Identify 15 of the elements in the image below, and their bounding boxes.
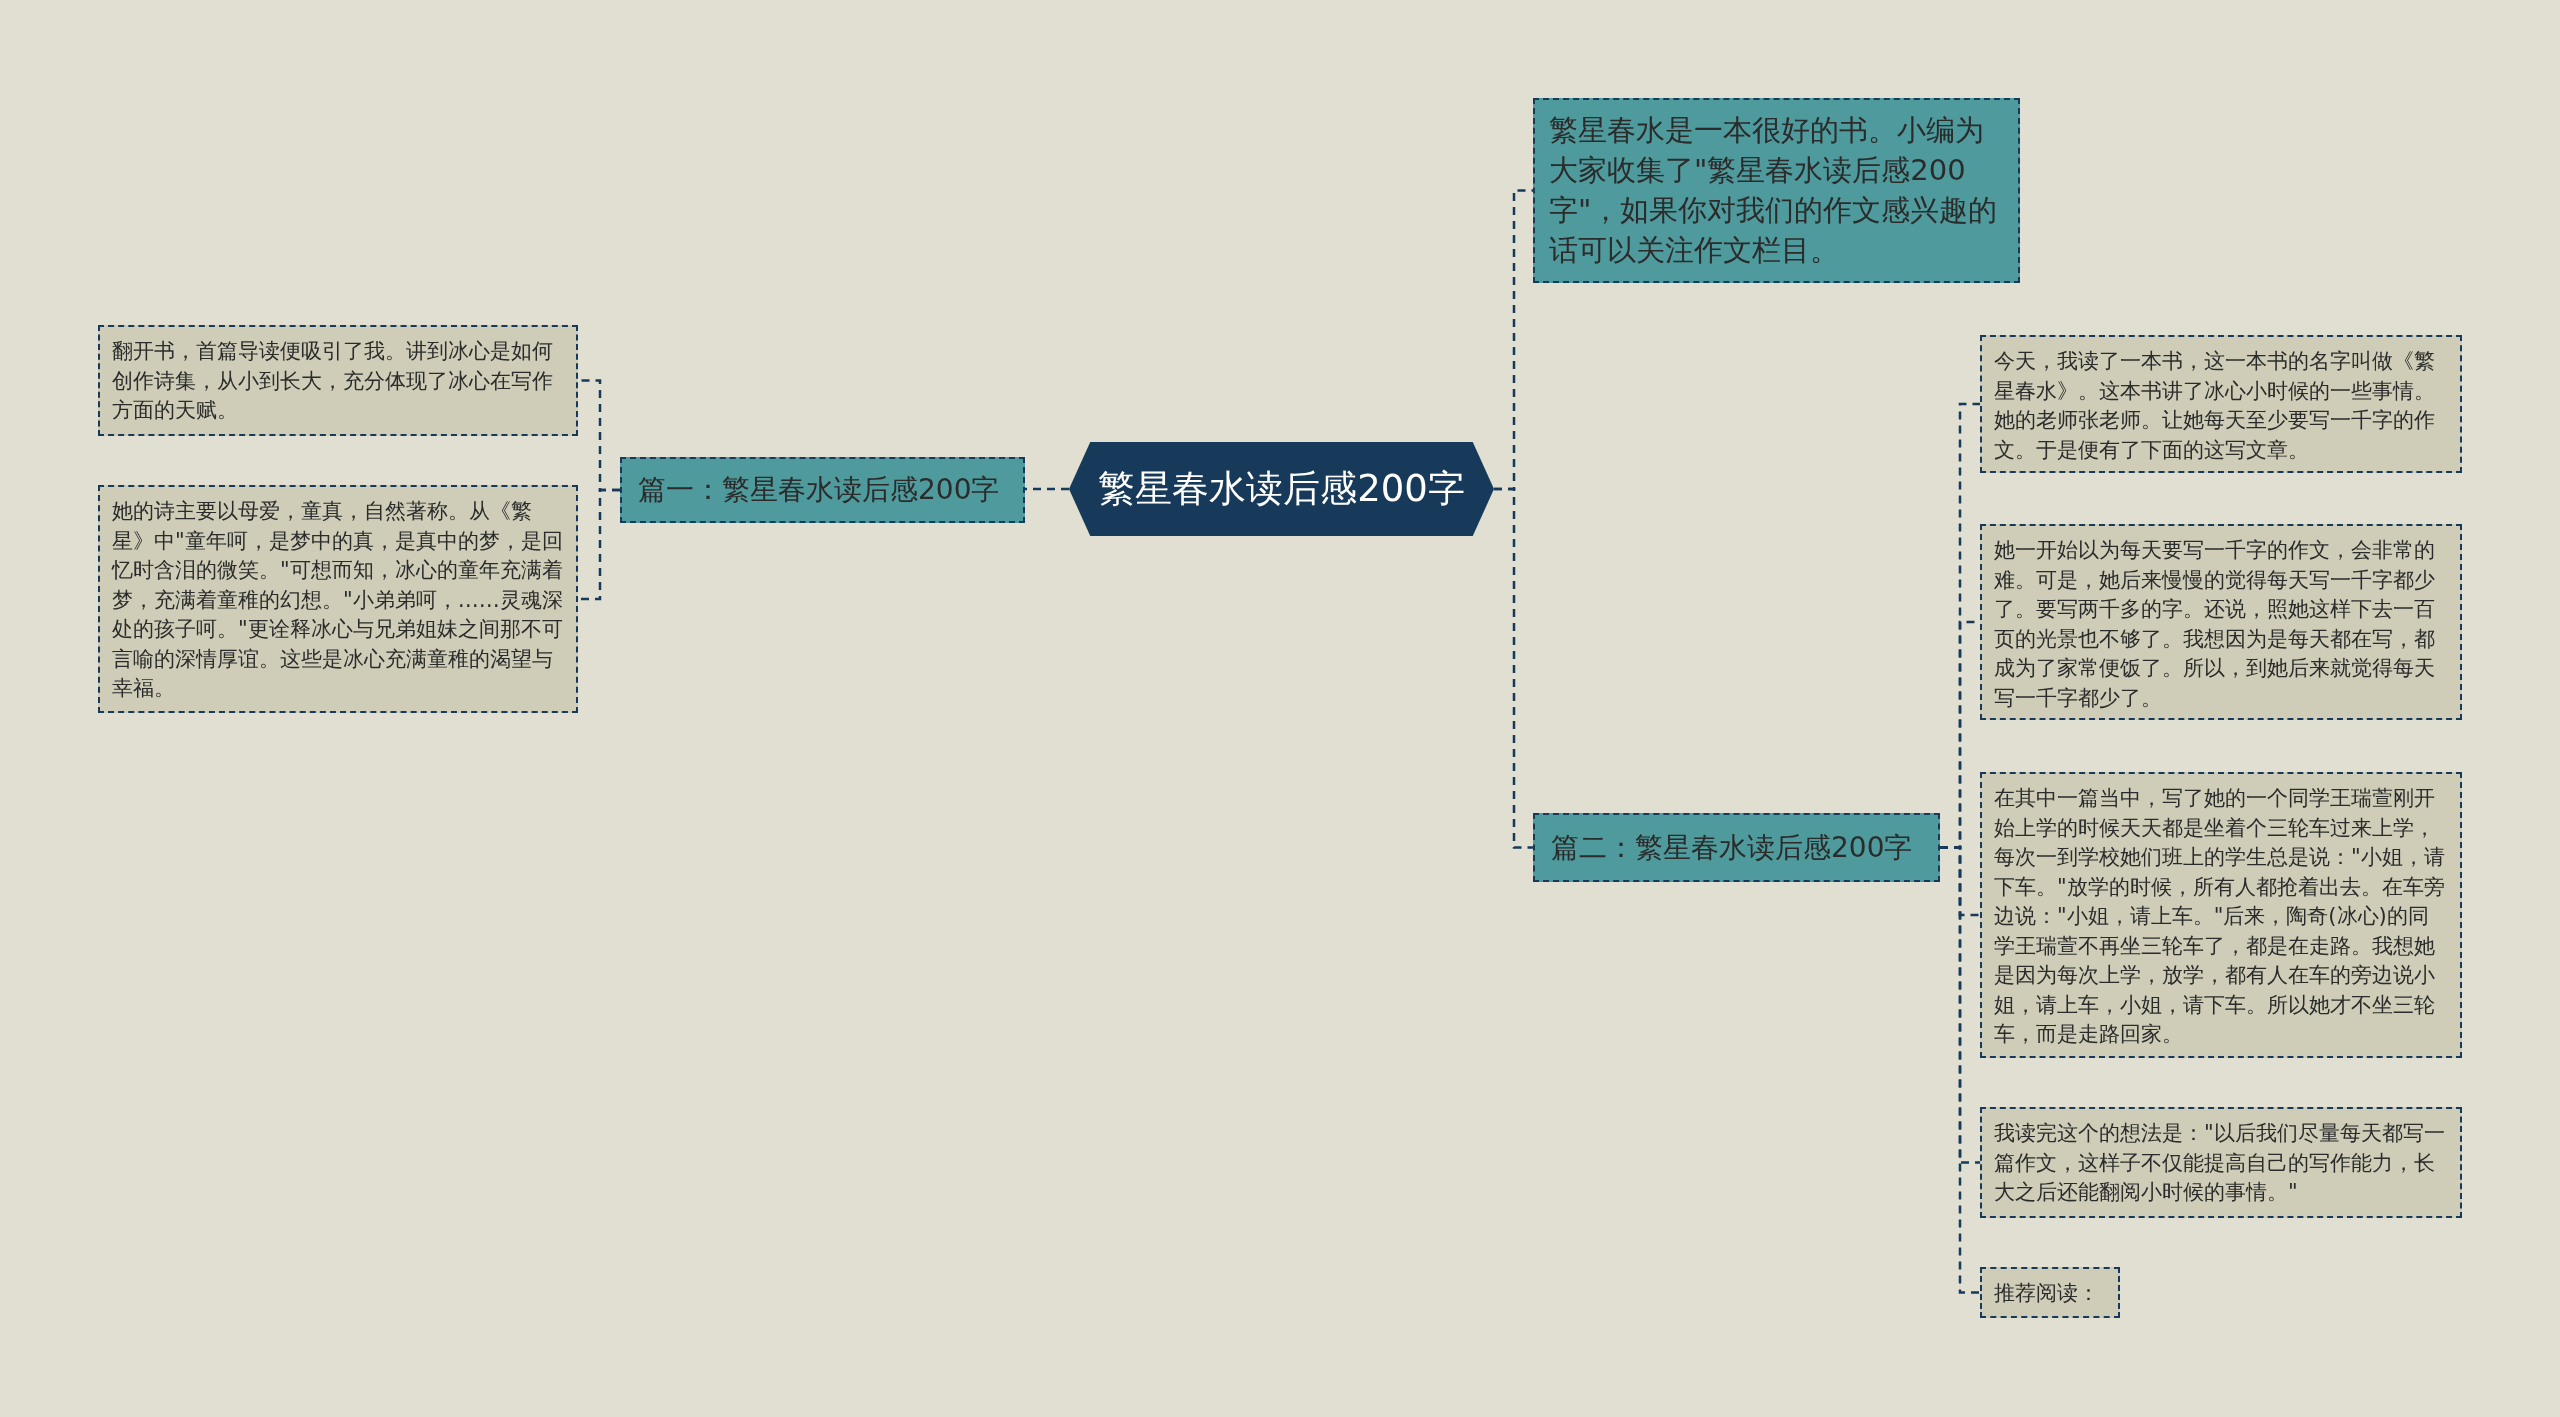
connector-line	[1025, 487, 1069, 491]
intro-card: 繁星春水是一本很好的书。小编为大家收集了"繁星春水读后感200字"，如果你对我们的作文感兴趣的话可以关注作文栏目。	[1533, 98, 2020, 283]
text-card: 翻开书，首篇导读便吸引了我。讲到冰心是如何创作诗集，从小到长大，充分体现了冰心在写作方面的天赋。	[98, 325, 578, 436]
text-card: 她的诗主要以母爱，童真，自然著称。从《繁星》中"童年呵，是梦中的真，是真中的梦，是回忆时含泪的微笑。"可想而知，冰心的童年充满着梦，充满着童稚的幻想。"小弟弟呵，……灵魂深处的孩子呵。"更诠释冰心与兄弟姐妹之间那不可言喻的深情厚谊。这些是冰心充满童稚的渴望与幸福。	[98, 485, 578, 713]
root-topic: 繁星春水读后感200字	[1069, 442, 1494, 536]
branch-box: 篇一：繁星春水读后感200字	[620, 457, 1025, 523]
text-card: 推荐阅读：	[1980, 1267, 2120, 1318]
text-card: 我读完这个的想法是："以后我们尽量每天都写一篇作文，这样子不仅能提高自己的写作能力，长大之后还能翻阅小时候的事情。"	[1980, 1107, 2462, 1218]
connector-line	[578, 488, 620, 601]
text-card: 今天，我读了一本书，这一本书的名字叫做《繁星春水》。这本书讲了冰心小时候的一些事情。她的老师张老师。让她每天至少要写一千字的作文。于是便有了下面的这写文章。	[1980, 335, 2462, 473]
text-card: 在其中一篇当中，写了她的一个同学王瑞萱刚开始上学的时候天天都是坐着个三轮车过来上学，每次一到学校她们班上的学生总是说："小姐，请下车。"放学的时候，所有人都抢着出去。在车旁边说："小姐，请上车。"后来，陶奇(冰心)的同学王瑞萱不再坐三轮车了，都是在走路。我想她是因为每次上学，放学，都有人在车的旁边说小姐，请上车，小姐，请下车。所以她才不坐三轮车，而是走路回家。	[1980, 772, 2462, 1058]
connector-line	[1940, 846, 1980, 1294]
branch-box: 篇二：繁星春水读后感200字	[1533, 813, 1940, 882]
connector-line	[1494, 487, 1533, 849]
text-card: 她一开始以为每天要写一千字的作文，会非常的难。可是，她后来慢慢的觉得每天写一千字都少了。要写两千多的字。还说，照她这样下去一百页的光景也不够了。我想因为是每天都在写，都成为了家常便饭了。所以，到她后来就觉得每天写一千字都少了。	[1980, 524, 2462, 720]
